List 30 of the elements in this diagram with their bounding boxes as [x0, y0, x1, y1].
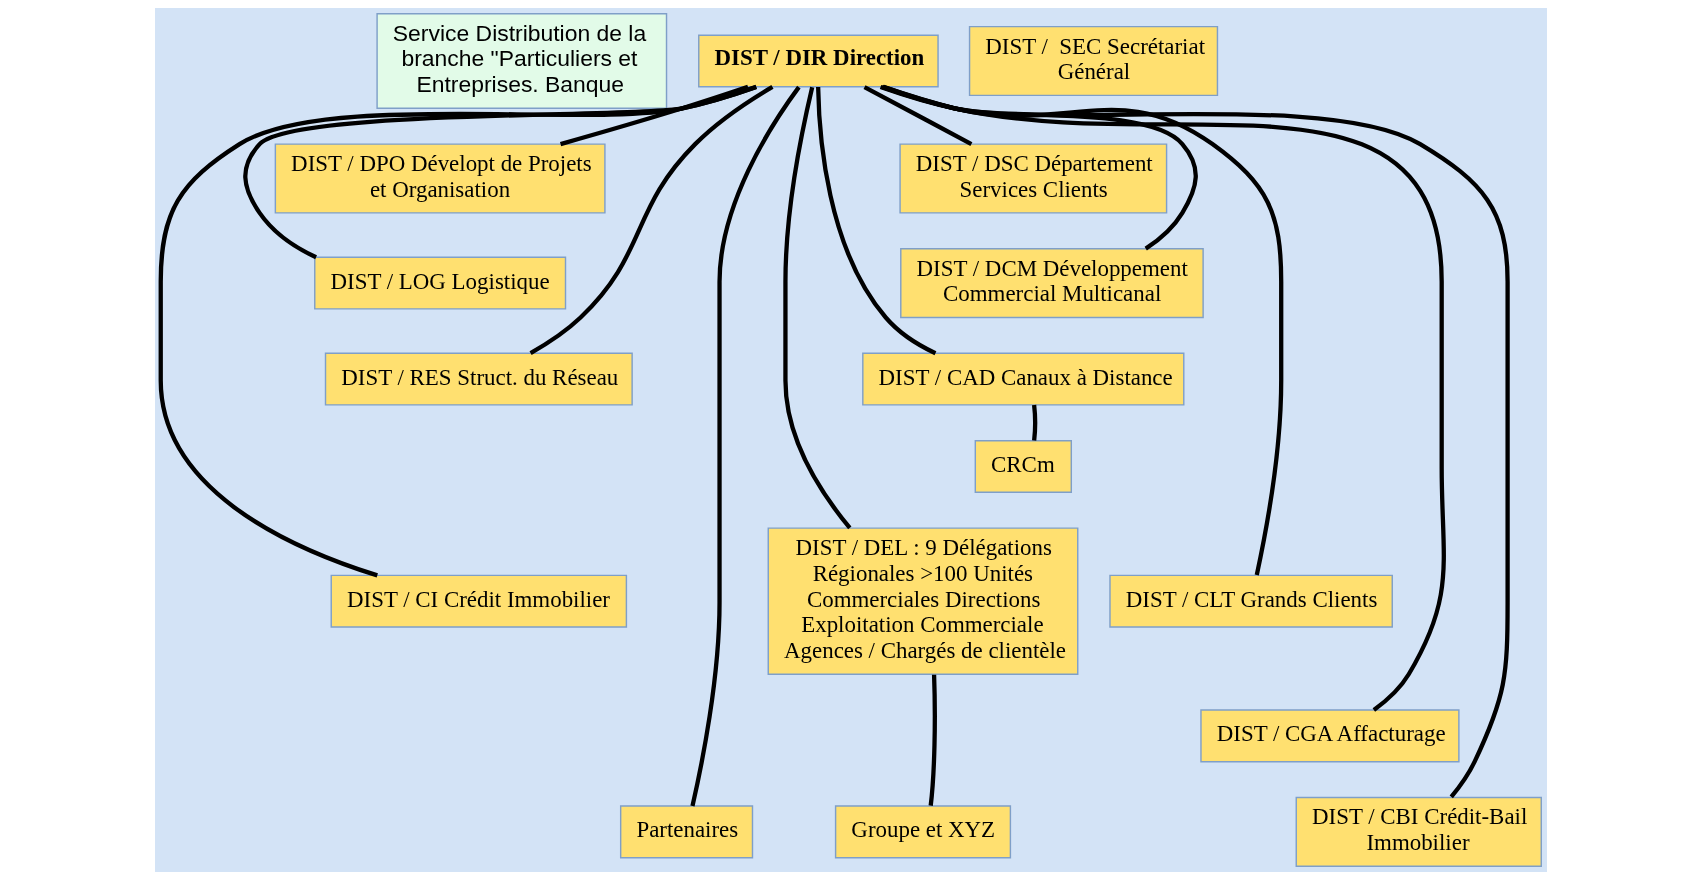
connector [559, 84, 749, 147]
node-box: DIST / SEC Secrétariat Général [968, 25, 1219, 97]
connector [879, 84, 1510, 799]
node-box: Partenaires [619, 805, 754, 859]
node-box: DIST / CLT Grands Clients [1109, 574, 1393, 628]
connector [881, 84, 1446, 712]
connector [690, 85, 801, 807]
node-box: DIST / DCM Développement Commercial Multicanal [900, 248, 1204, 319]
connector [529, 85, 774, 355]
node-box: DIST / CGA Affacturage [1200, 709, 1460, 763]
node-box: DIST / CI Crédit Immobilier [330, 574, 628, 628]
node-box: DIST / DIR Direction [698, 34, 939, 88]
node-box: Groupe et XYZ [834, 805, 1012, 859]
node-box: DIST / LOG Logistique [314, 256, 567, 310]
node-box: DIST / CAD Canaux à Distance [862, 352, 1185, 406]
connector [783, 86, 852, 530]
node-box: DIST / RES Struct. du Réseau [324, 352, 633, 406]
connector [928, 674, 937, 806]
connector [158, 84, 757, 578]
connector [882, 84, 1284, 576]
connector [1032, 404, 1038, 441]
node-box: DIST / DEL : 9 Délégations Régionales >100 Unités Commerciales Directions Exploitation Commerciale Agences / Chargés de clientèle [767, 527, 1079, 675]
node-box: Service Distribution de la branche "Particuliers et Entreprises. Banque [376, 13, 668, 109]
node-box: DIST / CBI Crédit-Bail Immobilier [1295, 796, 1542, 867]
connector [816, 87, 937, 356]
node-box: CRCm [974, 440, 1072, 493]
connector [863, 85, 973, 146]
node-box: DIST / DPO Dévelopt de Projets et Organisation [274, 143, 606, 214]
node-box: DIST / DSC Département Services Clients [899, 143, 1168, 214]
connector [882, 84, 1198, 251]
